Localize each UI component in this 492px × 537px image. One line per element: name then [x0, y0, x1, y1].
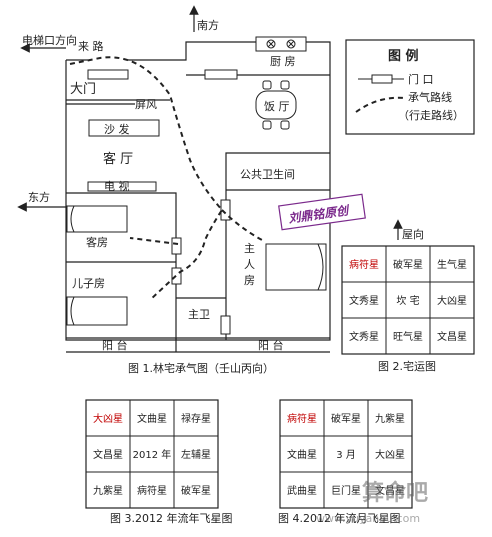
outer-wall: [65, 60, 331, 341]
stove-icon: [255, 36, 307, 52]
fig4-cell: 武曲星: [287, 484, 317, 497]
fig2-cell: 文秀星: [349, 330, 379, 343]
fig2-cell: 病符星: [349, 258, 379, 271]
master-room-label: 主 人 房: [244, 242, 259, 287]
fig2-cell: 大凶星: [437, 294, 467, 307]
fig2-frame: [341, 245, 475, 355]
public-wc-door: [220, 199, 231, 221]
entry-path-label: 来 路: [78, 40, 104, 53]
fig2-cell: 文昌星: [437, 330, 467, 343]
tv-icon: [87, 181, 157, 192]
direction-arrows: [17, 5, 199, 212]
legend-airflow-note: （行走路线）: [398, 108, 464, 122]
dining-table-icon: [255, 80, 297, 130]
fig3-cell: 文昌星: [93, 448, 123, 461]
son-room-label: 儿子房: [72, 277, 105, 290]
fig3-cell: 大凶星: [93, 412, 123, 425]
fig2-cell: 坎 宅: [396, 294, 419, 307]
house-direction-label: 屋向: [402, 227, 424, 241]
master-room-char-1: 主: [244, 242, 255, 255]
guest-room-door: [171, 237, 182, 255]
fig4-cell: 3 月: [336, 449, 356, 461]
fig2-cell: 文秀星: [349, 294, 379, 307]
beds: [66, 205, 327, 326]
fig3-cell: 病符星: [137, 484, 167, 497]
door-legend-icon: [371, 74, 393, 84]
fig3-cell: 九紫星: [93, 485, 123, 497]
fig3-cell: 文曲星: [137, 412, 167, 425]
fig4-cell: 九紫星: [375, 413, 405, 425]
legend-airflow-label: 承气路线: [408, 90, 452, 104]
public-wc-label: 公共卫生间: [240, 167, 295, 181]
balcony-right-label: 阳 台: [258, 338, 284, 352]
guest-room-wall: [66, 192, 177, 340]
south-label: 南方: [197, 18, 219, 32]
master-room-char-3: 房: [244, 274, 255, 287]
guest-room-label: 客房: [86, 235, 108, 249]
fig4-cell: 破军星: [331, 412, 361, 425]
fig2-cell: 破军星: [393, 258, 423, 271]
author-stamp: 刘鼎铭原创: [278, 193, 366, 231]
fig3-caption: 图 3.2012 年流年飞星图: [110, 511, 232, 525]
watermark-url: www.yuyanbu.com: [316, 512, 420, 525]
fig3-frame: [85, 399, 219, 509]
master-room-char-2: 人: [244, 258, 255, 271]
fig2-grid: 病符星破军星生气星文秀星坎 宅大凶星文秀星旺气星文昌星: [341, 245, 475, 355]
living-room-label: 客 厅: [103, 151, 133, 167]
main-door-label: 大门: [70, 82, 96, 97]
plan-labels: 南方 电梯口方向 来 路 东方 大门 屏风 沙 发 客 厅 电 视 客房 儿子房…: [22, 18, 296, 375]
legend-title: 图 例: [388, 48, 419, 64]
sofa-icon: [88, 119, 160, 137]
fig4-cell: 文昌星: [375, 484, 405, 497]
screen-label: 屏风: [135, 98, 157, 111]
fig4-caption: 图 4.2012 年流月飞星图: [278, 511, 400, 525]
fig2-cell: 生气星: [437, 258, 467, 271]
doors: [87, 69, 238, 335]
master-wc-label: 主卫: [188, 308, 210, 321]
east-label: 东方: [28, 190, 50, 204]
master-wc-door: [220, 315, 231, 335]
fig1-caption: 图 1.林宅承气图（壬山丙向）: [128, 361, 274, 375]
legend-door-label: 门 口: [408, 72, 434, 86]
son-bed-icon: [66, 296, 128, 326]
fig3: 大凶星 文曲星 禄存星文昌星 2012 年左辅星九紫星 病符星 破军星 图 3.2012 …: [85, 399, 232, 525]
fig4-cell: 巨门星: [331, 484, 361, 497]
fig2: 屋向 病符星破军星生气星文秀星坎 宅大凶星文秀星旺气星文昌星 图 2.宅运图: [341, 219, 475, 373]
watermark-text: 算命吧: [362, 480, 428, 506]
sofa-label: 沙 发: [104, 122, 130, 136]
master-bed-icon: [265, 243, 327, 291]
fig4-cell: 病符星: [287, 412, 317, 425]
balcony-left-label: 阳 台: [102, 338, 128, 352]
elevator-label: 电梯口方向: [22, 33, 77, 47]
watermark: 算命吧 www.yuyanbu.com: [316, 480, 428, 525]
floor-plan: [65, 41, 331, 353]
fig3-cell: 禄存星: [181, 412, 211, 425]
fig3-cell: 左辅星: [181, 448, 211, 461]
fig3-cell: 2012 年: [133, 448, 172, 461]
dining-label: 饭 厅: [264, 100, 290, 113]
airflow-legend-icon: [355, 96, 405, 113]
main-door: [87, 69, 129, 80]
kitchen-door: [204, 69, 238, 80]
fig4-cell: 文曲星: [287, 448, 317, 461]
tv-label: 电 视: [104, 179, 130, 193]
legend: 图 例 门 口 承气路线 （行走路线）: [345, 39, 475, 135]
fig2-cell: 旺气星: [393, 330, 423, 343]
fig3-grid: 大凶星 文曲星 禄存星文昌星 2012 年左辅星九紫星 病符星 破军星: [85, 399, 219, 509]
public-wc-wall: [225, 152, 330, 205]
fig4-frame: [279, 399, 413, 509]
fig4-cell: 大凶星: [375, 448, 405, 461]
airflow-route: [69, 56, 263, 301]
fig3-cell: 破军星: [181, 484, 211, 497]
son-room-door: [171, 267, 182, 285]
fig2-caption: 图 2.宅运图: [378, 359, 436, 373]
guest-bed-icon: [66, 205, 128, 233]
top-wall-mid: [128, 41, 331, 225]
kitchen-label: 厨 房: [270, 55, 296, 68]
